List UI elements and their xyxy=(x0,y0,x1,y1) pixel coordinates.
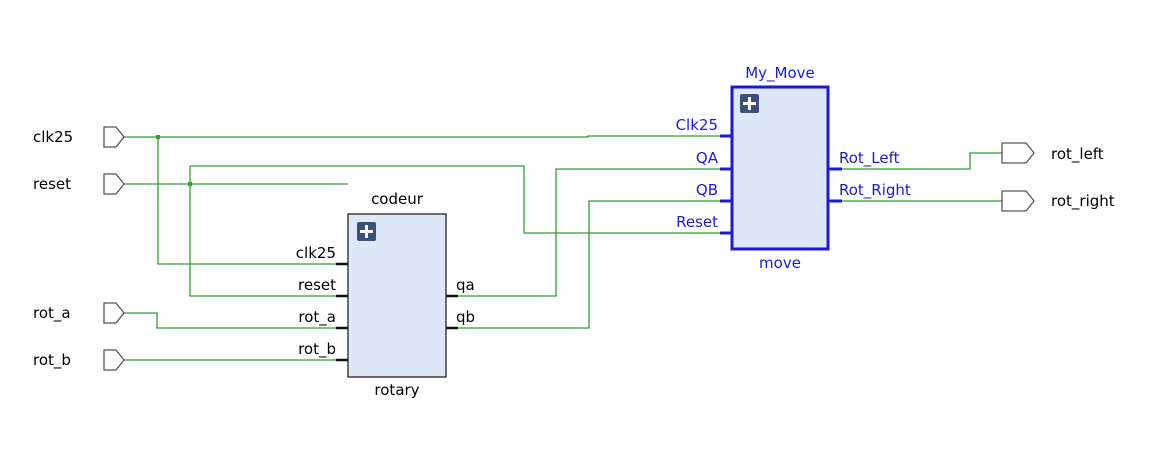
pin-label-reset: Reset xyxy=(676,213,718,231)
port-label: rot_a xyxy=(33,304,71,323)
port-label: rot_right xyxy=(1051,192,1115,211)
net-qb[interactable] xyxy=(446,200,732,329)
port-label: rot_b xyxy=(33,351,71,370)
block-body[interactable] xyxy=(730,85,830,251)
block-my-move[interactable]: My_Move Clk25 QA QB Reset Rot_Left Rot_R… xyxy=(676,64,911,272)
port-shape xyxy=(1001,142,1035,164)
net-reset[interactable] xyxy=(124,165,732,297)
junction-reset xyxy=(188,182,192,186)
cell-name: rotary xyxy=(374,381,419,399)
output-port-rot-right[interactable]: rot_right xyxy=(1001,190,1115,212)
pin-label-qb: qb xyxy=(456,308,475,326)
port-shape xyxy=(103,302,125,324)
pin-label-clk25: clk25 xyxy=(296,244,336,262)
block-codeur[interactable]: codeur clk25 reset rot_a rot_b qa qb rot… xyxy=(296,190,475,399)
port-label: rot_left xyxy=(1051,145,1104,164)
instance-name: My_Move xyxy=(745,64,815,83)
net-clk25[interactable] xyxy=(124,135,732,265)
input-port-rot-a[interactable]: rot_a xyxy=(33,302,125,324)
plus-icon[interactable] xyxy=(740,94,759,113)
port-shape xyxy=(103,173,125,195)
pin-label-rot-right: Rot_Right xyxy=(839,181,911,200)
nets xyxy=(124,135,1002,361)
pin-label-qa: QA xyxy=(696,149,719,167)
input-port-reset[interactable]: reset xyxy=(33,173,125,195)
port-shape xyxy=(103,349,125,371)
net-rot-a[interactable] xyxy=(124,312,348,329)
pin-label-qa: qa xyxy=(456,276,475,294)
net-rot-left[interactable] xyxy=(828,152,1002,170)
input-port-clk25[interactable]: clk25 xyxy=(33,126,125,148)
port-shape xyxy=(1001,190,1035,212)
port-label: reset xyxy=(33,175,71,193)
plus-icon[interactable] xyxy=(357,222,376,241)
port-label: clk25 xyxy=(33,128,73,146)
junction-clk25 xyxy=(156,135,160,139)
pin-label-clk25: Clk25 xyxy=(676,116,718,134)
port-shape xyxy=(103,126,125,148)
pin-label-reset: reset xyxy=(298,276,336,294)
input-port-rot-b[interactable]: rot_b xyxy=(33,349,125,371)
pin-label-qb: QB xyxy=(696,181,718,199)
pin-label-rot-left: Rot_Left xyxy=(839,149,900,168)
instance-name: codeur xyxy=(371,190,424,208)
output-port-rot-left[interactable]: rot_left xyxy=(1001,142,1104,164)
cell-name: move xyxy=(759,254,801,272)
pin-label-rot-a: rot_a xyxy=(298,308,336,327)
pin-label-rot-b: rot_b xyxy=(298,340,336,359)
net-qa[interactable] xyxy=(446,168,732,297)
